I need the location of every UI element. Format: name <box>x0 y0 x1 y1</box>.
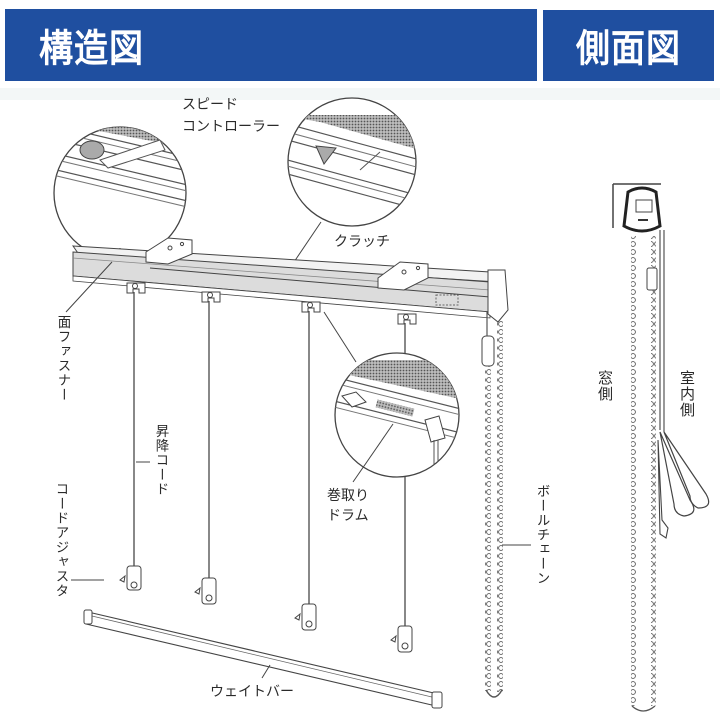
winding-drum-label: 巻取り ドラム <box>327 488 369 524</box>
head-rail <box>71 237 509 323</box>
cord-adjusters <box>119 565 413 653</box>
structure-diagram-title: 構造図 <box>39 26 144 72</box>
structure-diagram-header: 構造図 <box>5 9 537 81</box>
ball-chain <box>481 312 503 698</box>
header-spacer-band <box>0 88 720 100</box>
ball-chain-label: ボールチェーン <box>533 484 550 586</box>
room-side-label: 室内側 <box>678 370 696 418</box>
weight-bar <box>83 609 443 709</box>
speed-controller-label: スピード コントローラー <box>182 97 280 135</box>
window-side-label: 窓側 <box>596 370 614 402</box>
mounting-bracket-left <box>145 237 193 265</box>
speed-controller-detail-circle <box>53 126 187 260</box>
clutch-detail-circle <box>287 97 417 227</box>
clutch-label: クラッチ <box>334 234 390 250</box>
side-view-illustration <box>612 183 710 712</box>
weight-bar-label: ウェイトバー <box>210 684 294 700</box>
side-view-header: 側面図 <box>543 10 714 81</box>
mounting-bracket-right <box>377 261 429 291</box>
face-fastener-label: 面ファスナー <box>54 315 71 402</box>
winding-drum-detail-circle <box>334 352 460 478</box>
cord-adjuster-label: コードアジャスタ <box>52 482 69 598</box>
lift-cord-label: 昇降コード <box>152 424 169 497</box>
side-view-title: 側面図 <box>576 27 681 72</box>
